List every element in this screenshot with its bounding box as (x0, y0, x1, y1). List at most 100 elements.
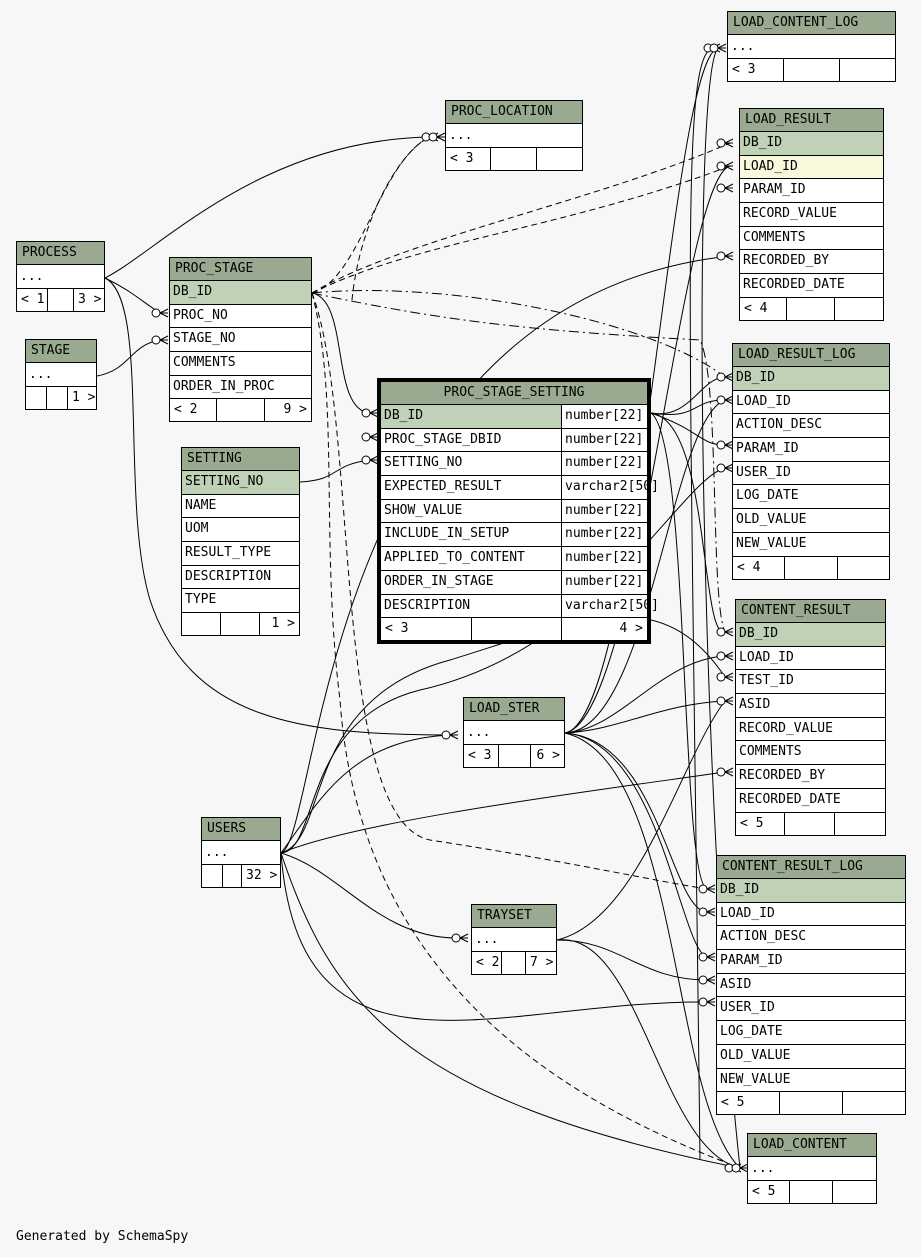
parents-count[interactable]: < 3 (728, 59, 785, 81)
column-row[interactable]: DB_ID (740, 132, 883, 156)
table-proc-location[interactable]: PROC_LOCATION...< 3 (445, 100, 583, 171)
column-row[interactable]: PARAM_ID (733, 438, 889, 462)
column-row[interactable]: DESCRIPTION (182, 565, 299, 590)
children-count[interactable] (840, 59, 895, 81)
column-row[interactable]: ... (202, 841, 280, 865)
column-row[interactable]: LOG_DATE (733, 485, 889, 510)
column-row[interactable]: ASID (736, 694, 885, 718)
column-row[interactable]: ... (26, 363, 96, 387)
column-row[interactable]: COMMENTS (740, 226, 883, 251)
column-row[interactable]: ACTION_DESC (717, 926, 905, 951)
column-row[interactable]: TEST_ID (736, 670, 885, 695)
children-count[interactable]: 1 > (271, 616, 295, 632)
children-count[interactable] (838, 557, 889, 579)
column-row[interactable]: ... (728, 35, 895, 59)
column-row[interactable]: COMMENTS (170, 352, 311, 376)
column-row[interactable]: ... (17, 265, 104, 289)
parents-count[interactable] (182, 613, 222, 636)
column-row[interactable]: STAGE_NO (170, 328, 311, 353)
column-row[interactable]: NEW_VALUE (733, 532, 889, 557)
column-row[interactable]: ... (748, 1157, 876, 1181)
table-title[interactable]: LOAD_CONTENT_LOG (728, 12, 895, 35)
table-title[interactable]: PROC_STAGE (170, 258, 311, 281)
column-row[interactable]: UOM (182, 518, 299, 543)
column-row[interactable]: PROC_NO (170, 304, 311, 329)
column-row[interactable]: DB_ID (170, 281, 311, 305)
table-title[interactable]: PROCESS (17, 242, 104, 265)
column-row[interactable]: ORDER_IN_PROC (170, 375, 311, 400)
children-count[interactable] (843, 1092, 905, 1114)
column-row[interactable]: RECORDED_BY (740, 250, 883, 275)
table-title[interactable]: PROC_LOCATION (446, 101, 582, 124)
parents-count[interactable]: < 3 (464, 745, 500, 767)
table-title[interactable]: LOAD_RESULT_LOG (733, 344, 889, 367)
column-row[interactable]: TYPE (182, 589, 299, 614)
parents-count[interactable]: < 4 (733, 556, 786, 579)
column-row[interactable]: USER_ID (717, 997, 905, 1022)
column-row[interactable]: LOAD_ID (733, 390, 889, 415)
parents-count[interactable]: < 5 (736, 812, 786, 835)
parents-count[interactable]: < 5 (717, 1092, 781, 1115)
parents-count[interactable]: < 2 (170, 399, 218, 422)
children-count[interactable]: 7 > (530, 955, 554, 970)
column-row[interactable]: RECORDED_DATE (740, 274, 883, 298)
table-load-content[interactable]: LOAD_CONTENT...< 5 (747, 1133, 877, 1204)
children-count[interactable]: 32 > (246, 868, 278, 883)
column-row[interactable]: ... (472, 928, 556, 952)
table-title[interactable]: USERS (202, 818, 280, 841)
table-stage[interactable]: STAGE...1 > (25, 339, 97, 410)
table-title[interactable]: TRAYSET (472, 905, 556, 928)
column-row[interactable]: ... (464, 721, 564, 745)
column-row[interactable]: ACTION_DESC (733, 414, 889, 439)
children-count[interactable]: 9 > (283, 402, 307, 418)
table-trayset[interactable]: TRAYSET...< 2 7 > (471, 904, 557, 975)
column-row[interactable]: NEW_VALUE (717, 1068, 905, 1093)
parents-count[interactable]: < 5 (748, 1181, 791, 1203)
children-count[interactable]: 4 > (619, 621, 643, 637)
table-title[interactable]: CONTENT_RESULT_LOG (717, 856, 905, 879)
column-row[interactable]: COMMENTS (736, 741, 885, 766)
column-row[interactable]: PARAM_ID (740, 179, 883, 204)
table-title[interactable]: STAGE (26, 340, 96, 363)
column-row[interactable]: LOAD_ID (740, 155, 883, 180)
column-row[interactable]: DB_ID (717, 879, 905, 903)
column-row[interactable]: RECORD_VALUE (736, 717, 885, 742)
column-row[interactable]: DB_ID (733, 367, 889, 391)
column-row[interactable]: OLD_VALUE (717, 1044, 905, 1069)
column-row[interactable]: ... (446, 124, 582, 148)
column-row[interactable]: USER_ID (733, 461, 889, 486)
children-count[interactable] (537, 148, 582, 170)
column-row[interactable]: LOAD_ID (717, 902, 905, 927)
column-row[interactable]: RECORD_VALUE (740, 203, 883, 227)
column-row[interactable]: PARAM_ID (717, 950, 905, 974)
table-users[interactable]: USERS... 32 > (201, 817, 281, 888)
table-title[interactable]: LOAD_STER (464, 698, 564, 721)
table-title[interactable]: LOAD_RESULT (740, 109, 883, 132)
column-row[interactable]: LOAD_ID (736, 646, 885, 671)
column-row[interactable]: NAME (182, 494, 299, 519)
parents-count[interactable]: < 4 (740, 297, 788, 320)
column-row[interactable]: RECORDED_DATE (736, 788, 885, 813)
parents-count[interactable] (26, 387, 47, 409)
table-title[interactable]: SETTING (182, 448, 299, 471)
table-title[interactable]: PROC_STAGE_SETTING (381, 382, 647, 405)
children-count[interactable]: 6 > (536, 748, 560, 763)
children-count[interactable] (835, 813, 885, 835)
children-count[interactable]: 3 > (78, 292, 102, 307)
parents-count[interactable]: < 3 (446, 148, 492, 170)
column-row[interactable]: ASID (717, 973, 905, 998)
parents-count[interactable]: < 2 (472, 952, 502, 974)
parents-count[interactable]: < 3 (381, 618, 472, 641)
